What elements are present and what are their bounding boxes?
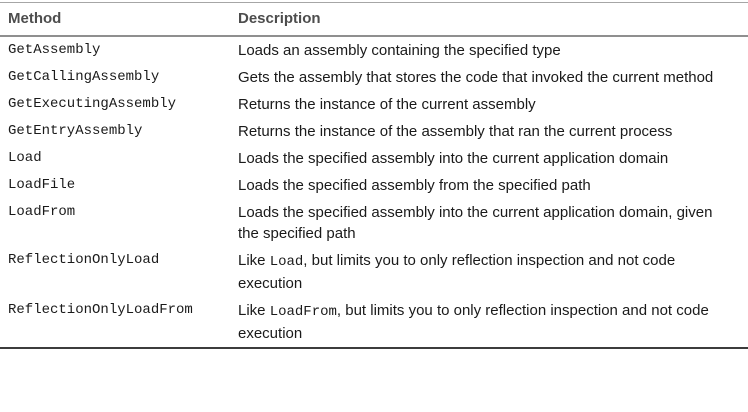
method-description: Returns the instance of the current asse… <box>230 91 748 118</box>
bottom-rule <box>0 347 748 349</box>
description-text: Gets the assembly that stores the code t… <box>238 69 714 86</box>
description-text: Loads the specified assembly into the cu… <box>238 150 669 167</box>
top-rule <box>0 2 748 3</box>
method-description: Like Load, but limits you to only reflec… <box>230 247 748 297</box>
method-name: ReflectionOnlyLoad <box>8 252 160 268</box>
method-description: Like LoadFrom, but limits you to only re… <box>230 297 748 347</box>
method-description: Gets the assembly that stores the code t… <box>230 64 748 91</box>
description-text: Loads the specified assembly into the cu… <box>238 204 713 242</box>
table-body: GetAssembly Loads an assembly containing … <box>0 37 748 347</box>
inline-code: Load <box>269 254 304 270</box>
table-row: LoadFrom Loads the specified assembly int… <box>0 199 748 247</box>
method-name: GetExecutingAssembly <box>8 96 177 112</box>
method-description: Loads an assembly containing the specifi… <box>230 37 748 64</box>
table-row: GetExecutingAssembly Returns the instance… <box>0 91 748 118</box>
column-header-method: Method <box>8 10 62 27</box>
column-header-description: Description <box>238 10 321 27</box>
method-description: Loads the specified assembly into the cu… <box>230 199 748 247</box>
description-text: Returns the instance of the current asse… <box>238 96 536 113</box>
table-row: GetEntryAssembly Returns the instance of … <box>0 118 748 145</box>
method-name: GetCallingAssembly <box>8 69 160 85</box>
method-description: Loads the specified assembly into the cu… <box>230 145 748 172</box>
table-row: ReflectionOnlyLoad Like Load, but limits … <box>0 247 748 297</box>
table-row: ReflectionOnlyLoadFrom Like LoadFrom, but… <box>0 297 748 347</box>
description-text: , but limits you to only reflection insp… <box>238 252 676 292</box>
description-text: Like <box>238 252 270 269</box>
method-name: ReflectionOnlyLoadFrom <box>8 302 193 318</box>
inline-code: LoadFrom <box>269 304 337 320</box>
table-row: Load Loads the specified assembly into th… <box>0 145 748 172</box>
method-name: LoadFile <box>8 177 76 193</box>
method-name: GetAssembly <box>8 42 101 58</box>
table-row: LoadFile Loads the specified assembly fro… <box>0 172 748 199</box>
method-description: Returns the instance of the assembly tha… <box>230 118 748 145</box>
method-name: Load <box>8 150 42 166</box>
method-name: LoadFrom <box>8 204 76 220</box>
table-header-row: Method Description <box>0 3 748 37</box>
description-text: , but limits you to only reflection insp… <box>238 302 709 342</box>
table-row: GetCallingAssembly Gets the assembly that… <box>0 64 748 91</box>
method-name: GetEntryAssembly <box>8 123 143 139</box>
description-text: Returns the instance of the assembly tha… <box>238 123 673 140</box>
description-text: Loads the specified assembly from the sp… <box>238 177 591 194</box>
description-text: Loads an assembly containing the specifi… <box>238 42 561 59</box>
method-description: Loads the specified assembly from the sp… <box>230 172 748 199</box>
description-text: Like <box>238 302 270 319</box>
table-row: GetAssembly Loads an assembly containing … <box>0 37 748 64</box>
